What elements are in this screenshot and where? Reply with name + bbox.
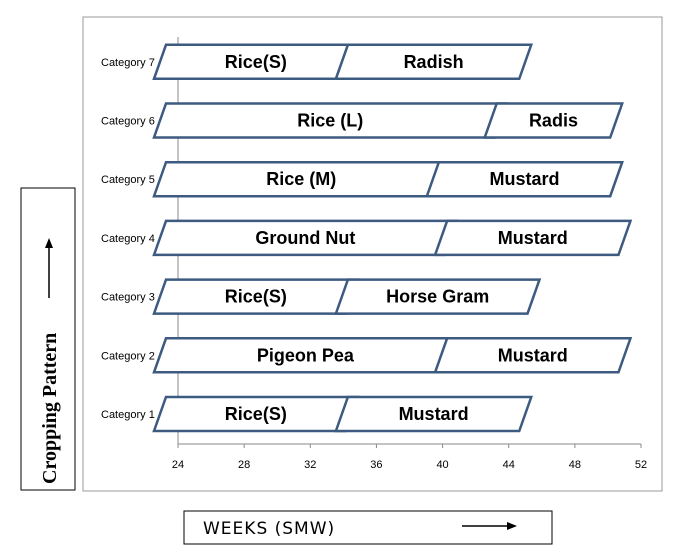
crop-bar-label: Horse Gram: [386, 287, 489, 307]
x-axis-title: WEEKS (SMW): [203, 519, 335, 539]
crop-bar-label: Rice(S): [225, 287, 287, 307]
crop-bar-label: Rice(S): [225, 404, 287, 424]
x-tick-label: 48: [569, 459, 581, 471]
crop-bar-label: Radis: [529, 111, 578, 131]
x-tick-label: 28: [238, 459, 250, 471]
crop-bar-label: Mustard: [498, 228, 568, 248]
x-tick-label: 36: [370, 459, 382, 471]
y-tick-label: Category 5: [101, 174, 155, 186]
crop-bar-label: Pigeon Pea: [257, 345, 355, 365]
y-axis-title: Cropping Pattern: [39, 333, 61, 484]
y-tick-label: Category 1: [101, 409, 155, 421]
x-arrow-icon: [462, 522, 517, 530]
y-tick-label: Category 3: [101, 292, 155, 304]
crop-bar: [334, 278, 542, 315]
y-arrow-icon: [45, 238, 53, 298]
crop-bar: [334, 395, 534, 433]
crop-bar-label: Radish: [404, 52, 464, 72]
crop-bar: [482, 102, 624, 139]
x-label-box: [183, 510, 553, 545]
x-tick-label: 32: [304, 459, 316, 471]
crop-bar-label: Rice(S): [225, 52, 287, 72]
x-tick-label: 40: [436, 459, 448, 471]
crop-bar: [425, 160, 624, 198]
crop-bar-label: Mustard: [498, 345, 568, 365]
crop-bar: [334, 43, 534, 81]
y-tick-label: Category 7: [101, 57, 155, 69]
crop-bar: [433, 337, 633, 374]
x-tick-label: 24: [172, 459, 184, 471]
y-tick-label: Category 6: [101, 116, 155, 128]
x-tick-label: 52: [635, 459, 647, 471]
y-tick-label: Category 2: [101, 350, 155, 362]
crop-bar-label: Rice (M): [266, 169, 336, 189]
x-tick-label: 44: [503, 459, 515, 471]
y-tick-label: Category 4: [101, 233, 155, 245]
crop-bar-label: Mustard: [490, 169, 560, 189]
crop-bar-label: Ground Nut: [255, 228, 355, 248]
crop-bar-label: Mustard: [399, 404, 469, 424]
crop-bar-label: Rice (L): [297, 111, 363, 131]
y-label-box: [20, 187, 76, 491]
crop-bar: [433, 219, 633, 257]
